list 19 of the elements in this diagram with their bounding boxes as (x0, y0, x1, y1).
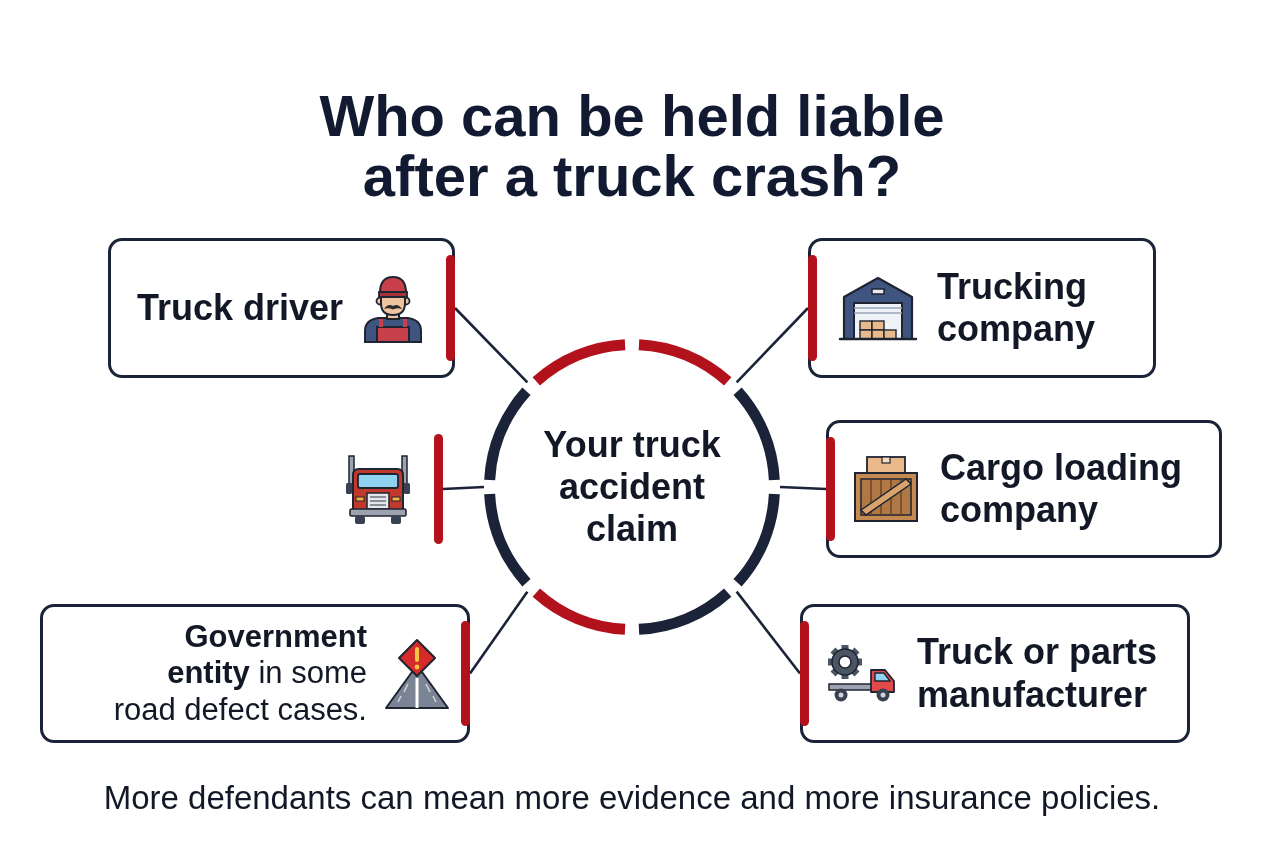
connector-line (454, 307, 529, 384)
connector-line (442, 485, 485, 491)
party-card (808, 238, 1156, 378)
party-name: Truck driver (137, 286, 344, 330)
connector-line (735, 307, 809, 384)
connector-line (779, 485, 827, 491)
party-name: Trucking company (937, 265, 1097, 351)
title: Who can be held liable after a truck crash? (318, 86, 946, 206)
hub-label: Your truck accident claim (542, 423, 722, 551)
party-name: Truck or parts manufacturer (917, 631, 1159, 716)
caption: More defendants can mean more evidence and more insurance policies. (102, 779, 1162, 817)
party-card (108, 238, 455, 378)
party-card (40, 604, 470, 743)
party-card (826, 420, 1222, 558)
party-name: Government entity in some road defect cases. (112, 619, 367, 728)
connector-line (468, 590, 529, 675)
connector-line (735, 590, 802, 675)
party-card (800, 604, 1190, 743)
party-name: Cargo loading company (940, 446, 1183, 532)
